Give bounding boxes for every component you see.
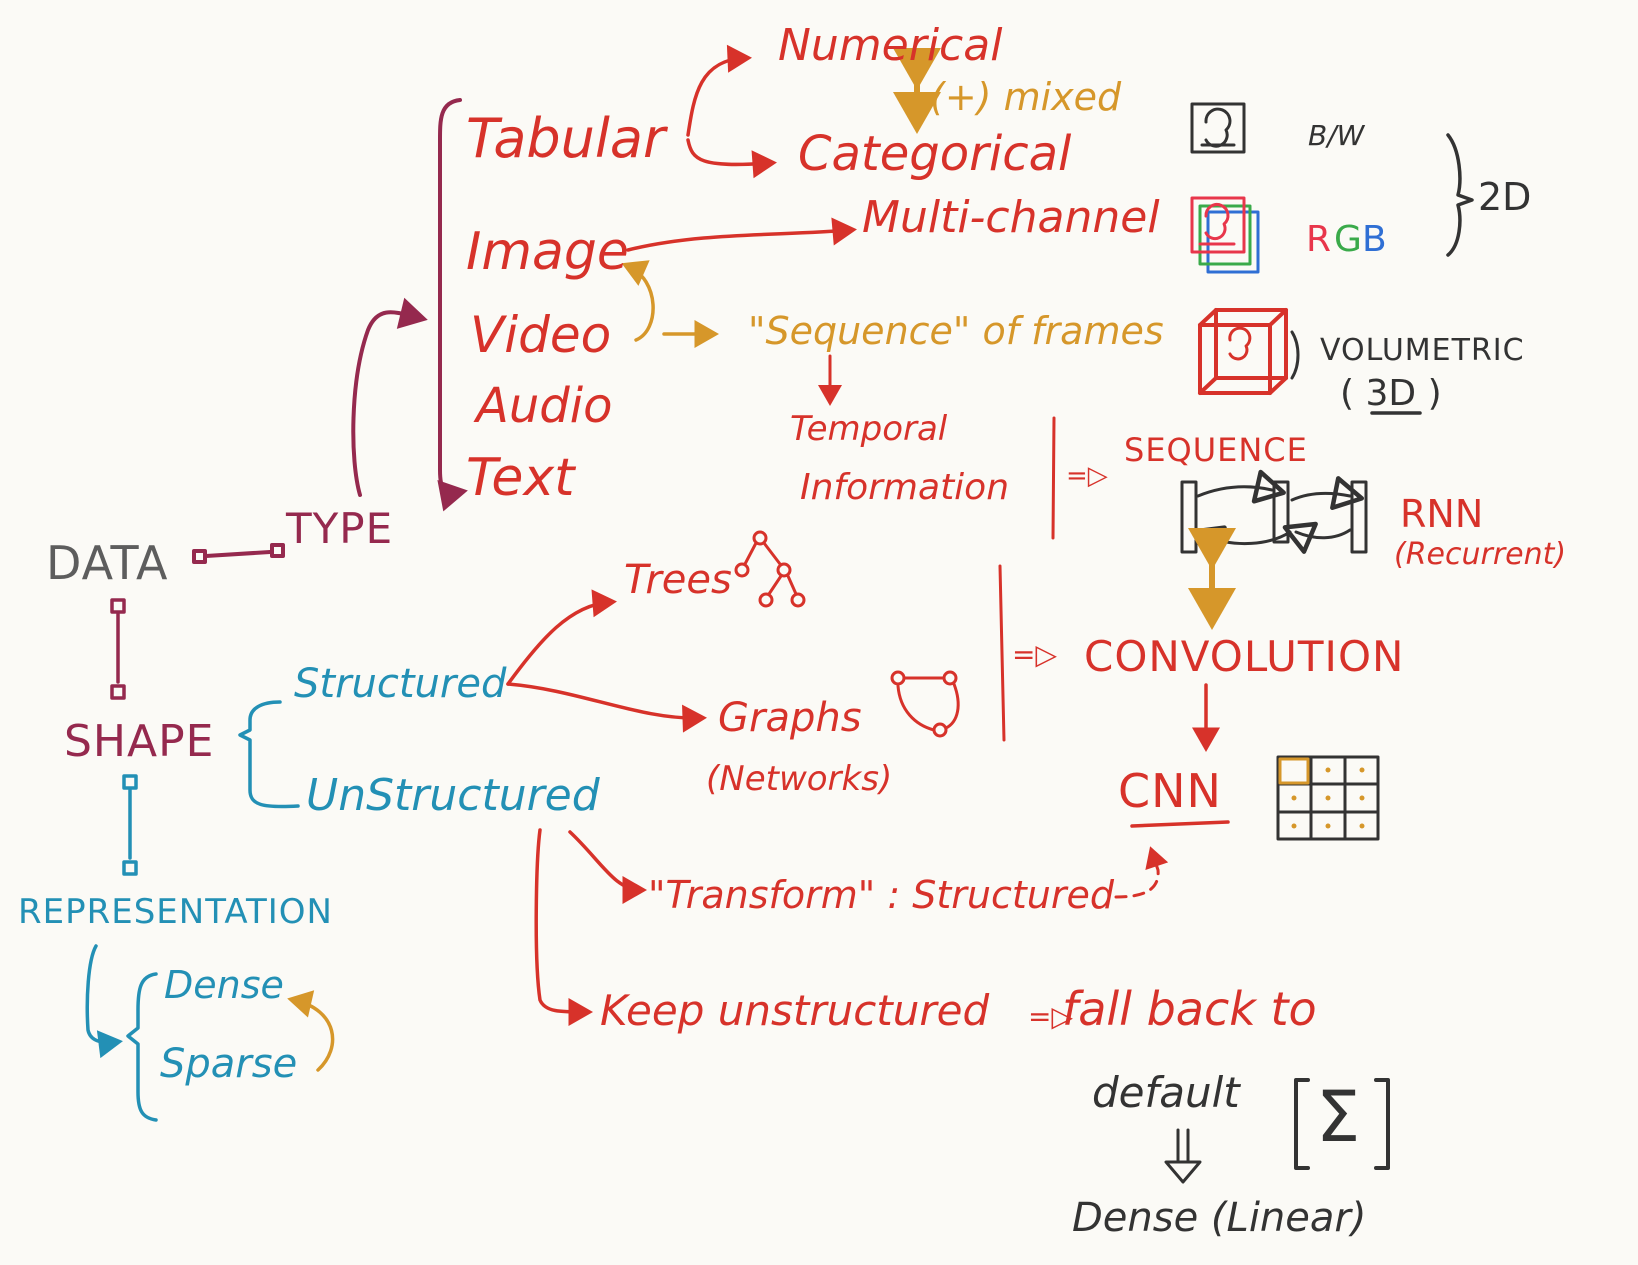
graphs-label: Graphs — [718, 695, 862, 741]
bw-image-icon — [1190, 102, 1246, 154]
tabular-to-categorical-arrow — [686, 138, 777, 179]
type-audio: Audio — [476, 378, 613, 434]
sigma-brackets — [1294, 1078, 1390, 1170]
volumetric-label: VOLUMETRIC — [1320, 333, 1525, 368]
types-bracket — [437, 98, 468, 512]
bw-label: B/W — [1308, 119, 1365, 152]
dense-label: Dense — [164, 963, 284, 1007]
unstructured-to-transform-arrow — [568, 830, 647, 904]
sigma-label: Σ — [1316, 1076, 1361, 1158]
sparse-label: Sparse — [160, 1041, 298, 1087]
trees-label: Trees — [624, 557, 732, 603]
three-d-value: 3D — [1365, 373, 1417, 414]
data-label: DATA — [46, 536, 169, 590]
rgb-b-label: B — [1362, 219, 1387, 260]
type-tabular: Tabular — [466, 107, 666, 170]
shape-representation-connector — [122, 774, 138, 876]
two-d-label: 2D — [1478, 175, 1532, 219]
fall-back-label: fall back to — [1062, 982, 1317, 1036]
sequence-of-frames-label: "Sequence" of frames — [748, 309, 1164, 353]
rnn-label: RNN — [1400, 492, 1484, 536]
type-video: Video — [470, 306, 612, 364]
sparse-to-dense-arrow — [287, 990, 335, 1072]
type-text: Text — [466, 448, 575, 508]
recurrent-label: (Recurrent) — [1394, 537, 1567, 572]
image-to-multichannel-arrow — [626, 217, 857, 252]
categorical-label: Categorical — [798, 126, 1072, 182]
type-image: Image — [466, 222, 629, 282]
svg-text:=▷: =▷ — [1028, 1000, 1073, 1033]
mixed-label: (+) mixed — [930, 75, 1122, 119]
two-d-brace — [1446, 133, 1474, 257]
temporal-divider — [1051, 416, 1056, 540]
svg-text:=▷: =▷ — [1012, 638, 1057, 671]
representation-label: REPRESENTATION — [18, 892, 333, 932]
data-type-connector — [192, 543, 285, 564]
cnn-underline — [1130, 820, 1230, 828]
shape-label: SHAPE — [64, 716, 215, 767]
multichannel-label: Multi-channel — [862, 192, 1160, 243]
rgb-r-label: R — [1306, 219, 1332, 260]
default-to-dense-arrow — [1164, 1128, 1202, 1184]
convolution-label: CONVOLUTION — [1084, 632, 1405, 681]
unstructured-label: UnStructured — [306, 770, 600, 821]
structured-to-trees-arrow — [506, 589, 617, 686]
convolution-divider — [998, 564, 1006, 742]
cnn-label: CNN — [1118, 764, 1222, 818]
type-to-types-arrow — [351, 297, 428, 497]
type-label: TYPE — [286, 504, 394, 553]
rgb-image-stack-icon — [1190, 196, 1260, 274]
tabular-to-numerical-arrow — [686, 44, 752, 137]
svg-text:=▷: =▷ — [1066, 461, 1108, 491]
volumetric-cube-icon — [1198, 308, 1288, 395]
transform-to-cnn-dashed — [1114, 846, 1169, 899]
numerical-label: Numerical — [778, 20, 1003, 71]
rgb-g-label: G — [1334, 219, 1362, 260]
representation-brace — [126, 972, 158, 1122]
rnn-cells-icon — [1180, 469, 1368, 558]
sequence-label: SEQUENCE — [1124, 431, 1308, 469]
information-label: Information — [800, 467, 1010, 508]
dense-linear-label: Dense (Linear) — [1072, 1195, 1367, 1241]
data-shape-connector — [110, 598, 126, 700]
structured-label: Structured — [294, 661, 507, 707]
default-label: default — [1092, 1068, 1240, 1117]
tree-icon — [734, 530, 806, 608]
graph-icon — [890, 670, 960, 738]
transform-label: "Transform" : Structured — [648, 873, 1114, 917]
cnn-grid-icon — [1276, 755, 1380, 841]
temporal-label: Temporal — [790, 409, 948, 449]
three-d-label: ( 3D ) — [1340, 373, 1442, 414]
shape-bracket — [238, 700, 300, 809]
structured-to-graphs-arrow — [506, 682, 707, 733]
keep-unstructured-label: Keep unstructured — [600, 986, 990, 1035]
video-image-relation — [621, 260, 655, 342]
representation-bracket-left — [85, 944, 123, 1059]
unstructured-to-keep-arrow — [534, 828, 593, 1026]
networks-label: (Networks) — [706, 759, 893, 799]
